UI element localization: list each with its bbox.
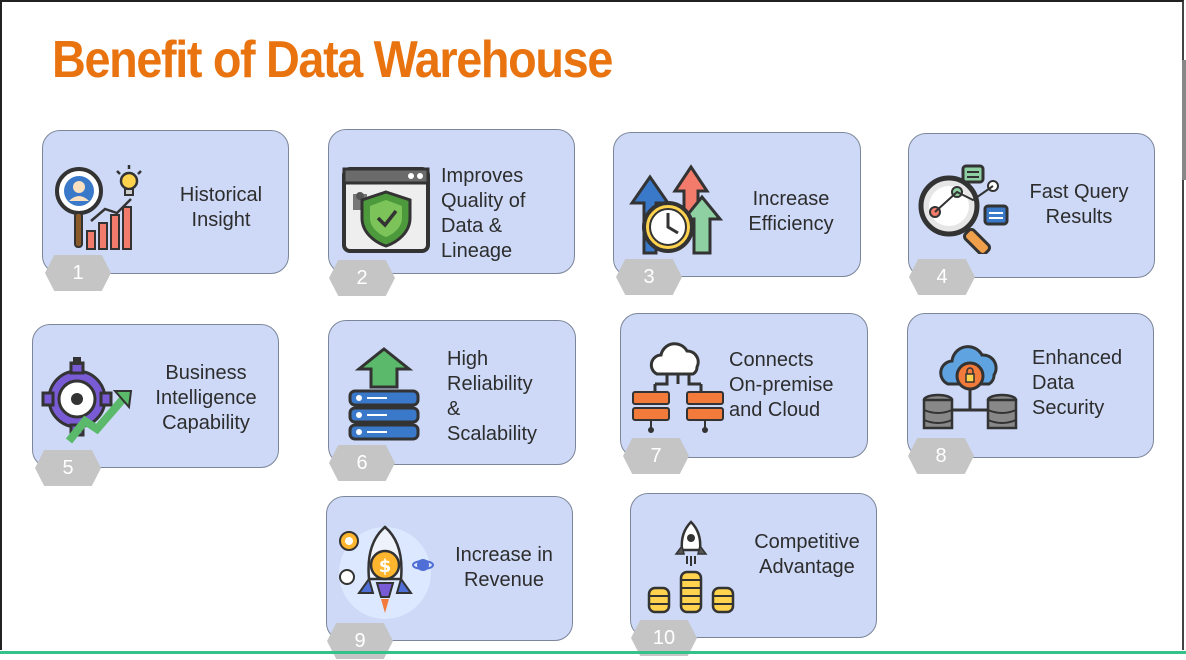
benefit-card-5: Business Intelligence Capability 5 <box>32 324 279 486</box>
badge-2: 2 <box>329 260 395 296</box>
badge-5: 5 <box>35 450 101 486</box>
scrollbar[interactable] <box>1182 60 1186 180</box>
badge-7: 7 <box>623 438 689 474</box>
benefit-label-5: Business Intelligence Capability <box>155 362 257 434</box>
benefit-label-3: Increase Efficiency <box>748 188 834 235</box>
badge-6: 6 <box>329 445 395 481</box>
benefit-card-6: High Reliability & Scalability 6 <box>328 320 576 481</box>
cloud-network-icon <box>632 342 724 433</box>
browser-shield-icon <box>342 167 430 253</box>
benefit-card-7: Connects On-premise and Cloud 7 <box>620 313 868 474</box>
server-stack-icon <box>348 347 420 441</box>
benefit-card-4: Fast Query Results 4 <box>908 133 1155 295</box>
benefit-label-7: Connects On-premise and Cloud <box>729 349 834 421</box>
benefit-label-6: High Reliability & Scalability <box>447 348 538 445</box>
benefit-card-9: $ Increase in Revenue 9 <box>326 496 573 659</box>
benefit-label-9: Increase in Revenue <box>455 544 553 591</box>
benefit-label-2: Improves Quality of Data & Lineage <box>441 165 526 262</box>
cloud-lock-database-icon <box>922 345 1018 430</box>
slide-title: Benefit of Data Warehouse <box>52 31 613 89</box>
badge-1: 1 <box>45 255 111 291</box>
benefit-label-10: Competitive Advantage <box>754 531 860 578</box>
benefit-card-1: Historical Insight 1 <box>42 130 289 291</box>
benefit-card-2: Improves Quality of Data & Lineage 2 <box>328 129 575 296</box>
clock-arrows-icon <box>629 164 724 255</box>
benefit-label-8: Enhanced Data Security <box>1032 347 1123 419</box>
benefit-label-1: Historical Insight <box>179 184 263 231</box>
badge-8: 8 <box>908 438 974 474</box>
badge-3: 3 <box>616 259 682 295</box>
bottom-accent-line <box>0 651 1186 654</box>
rocket-dollar-icon: $ <box>339 525 434 619</box>
badge-10: 10 <box>631 620 697 656</box>
benefit-card-3: Increase Efficiency 3 <box>613 132 861 295</box>
benefit-label-4: Fast Query Results <box>1029 181 1129 228</box>
svg-text:$: $ <box>379 556 392 577</box>
benefit-card-10: Competitive Advantage 10 <box>630 493 877 656</box>
gear-growth-icon <box>41 357 133 444</box>
magnifier-chart-icon <box>55 165 142 250</box>
badge-4: 4 <box>909 259 975 295</box>
rocket-coins-icon <box>647 520 735 614</box>
search-query-icon <box>918 164 1009 254</box>
benefit-card-8: Enhanced Data Security 8 <box>907 313 1154 474</box>
